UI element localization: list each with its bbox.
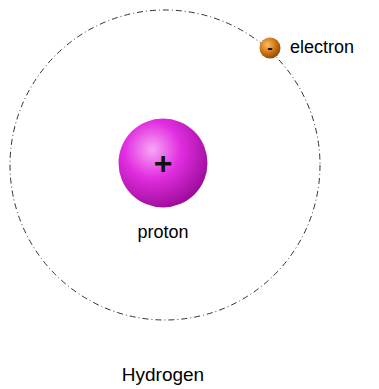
sphere-fill	[119, 119, 208, 208]
diagram-caption: Hydrogen	[122, 364, 204, 386]
proton-sphere: +proton	[118, 118, 208, 208]
orbit-path	[10, 10, 320, 320]
particle-label: electron	[290, 37, 354, 58]
particle-label: proton	[137, 222, 188, 243]
sphere-fill	[260, 38, 281, 59]
charge-sign: +	[118, 118, 208, 208]
charge-sign: -	[259, 37, 281, 59]
electron-sphere: -electron	[259, 37, 281, 59]
